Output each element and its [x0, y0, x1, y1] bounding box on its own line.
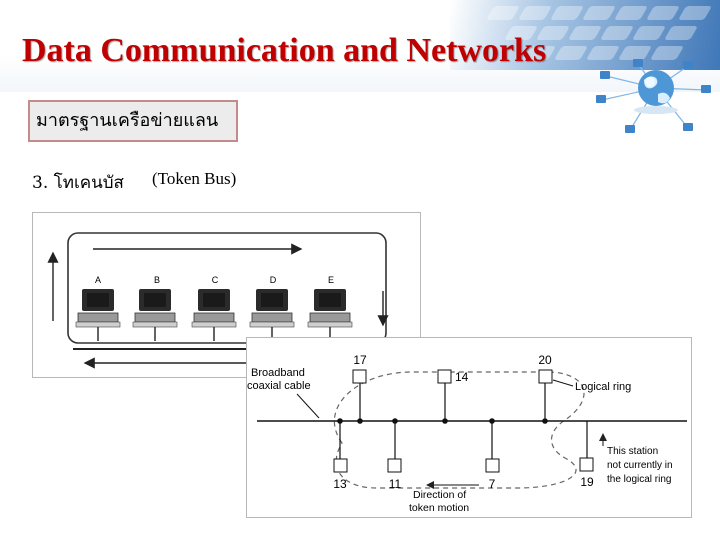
ring-label: Logical ring [575, 381, 631, 393]
note-text: This station [607, 446, 658, 457]
note-text: the logical ring [607, 474, 671, 485]
cable-label: Broadband [251, 367, 305, 379]
node-box [538, 369, 553, 384]
node-box [352, 369, 367, 384]
subtitle-box: มาตรฐานเครือข่ายแลน [28, 100, 238, 142]
computer-icon [249, 288, 295, 342]
computer-icon [307, 288, 353, 342]
station-label: B [154, 275, 160, 285]
logical-ring-diagram: 17 14 20 13 11 7 19 Broadband coaxial ca… [246, 337, 692, 518]
direction-label: token motion [409, 502, 469, 514]
node-label: 13 [333, 477, 347, 491]
station-label: D [270, 275, 277, 285]
node-label: 20 [538, 353, 552, 367]
slide-title: Data Communication and Networks [22, 32, 547, 69]
node-box [437, 369, 452, 384]
logical-ring-path [333, 371, 585, 489]
direction-label: Direction of [413, 489, 466, 501]
item-english-label: (Token Bus) [152, 169, 237, 188]
item-label: 3. โทเคนบัส [32, 173, 124, 193]
node-box [485, 458, 500, 473]
node-label: 7 [489, 477, 496, 491]
node-box [333, 458, 348, 473]
node-label: 14 [455, 370, 469, 384]
node-label: 11 [389, 477, 402, 491]
station-label: E [328, 275, 334, 285]
station-label: C [212, 275, 219, 285]
node-box [387, 458, 402, 473]
node-label: 17 [353, 353, 367, 367]
cable-label: coaxial cable [247, 380, 311, 392]
note-text: not currently in [607, 460, 673, 471]
globe-network-icon [592, 56, 720, 144]
computer-icon [191, 288, 237, 342]
subtitle-text: มาตรฐานเครือข่ายแลน [36, 110, 219, 131]
keyboard-background-image [450, 0, 720, 70]
station-label: A [95, 275, 101, 285]
computer-icon [132, 288, 178, 342]
computer-icon [75, 288, 121, 342]
node-label: 19 [580, 475, 594, 489]
node-box [579, 457, 594, 472]
